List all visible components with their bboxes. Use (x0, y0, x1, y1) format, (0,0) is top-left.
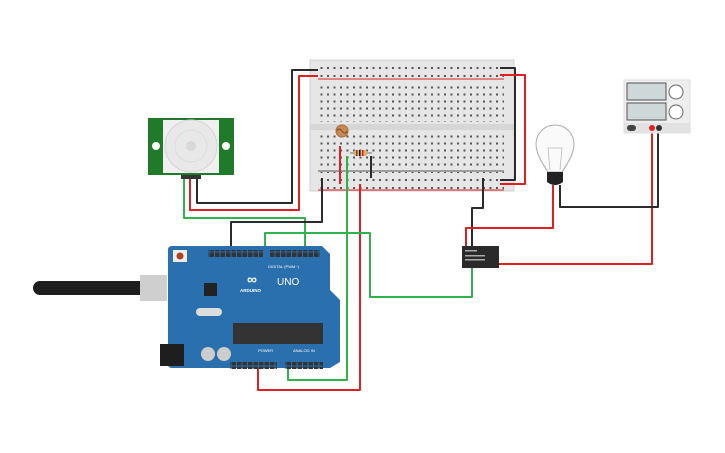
wires (183, 67, 659, 391)
dc-jack[interactable] (160, 344, 184, 366)
usb-connector[interactable] (140, 275, 167, 301)
arduino-model-label: UNO (277, 277, 299, 288)
wire-arduino-gnd[interactable] (230, 178, 323, 252)
wire-relay-signal[interactable] (264, 232, 473, 298)
wire-rail-loop-red[interactable] (500, 74, 526, 185)
wire-relay-supply[interactable] (499, 128, 653, 265)
light-bulb-icon[interactable] (535, 124, 575, 185)
power-supply[interactable] (623, 79, 691, 134)
wire-bulb-relay[interactable] (465, 185, 554, 248)
relay[interactable] (462, 246, 499, 268)
analog-header-label: ANALOG IN (293, 348, 315, 353)
arduino-uno[interactable]: ∞ ARDUINO UNO DIGITAL (PWM~) POWER ANALO… (33, 246, 340, 369)
arduino-brand-label: ARDUINO (240, 288, 261, 293)
wire-pir-out[interactable] (183, 179, 306, 252)
wire-ldr-analog[interactable] (287, 156, 348, 381)
wire-5v[interactable] (257, 184, 361, 391)
arduino-logo-infinity: ∞ (247, 271, 257, 287)
power-header-label: POWER (258, 348, 273, 353)
wire-rail-loop-black[interactable] (500, 67, 516, 181)
resistor[interactable] (350, 150, 372, 156)
wire-bulb-supply[interactable] (559, 128, 659, 208)
photoresistor[interactable] (335, 124, 349, 138)
digital-header-label: DIGITAL (PWM~) (268, 264, 300, 269)
pir-sensor[interactable] (148, 118, 234, 179)
breadboard[interactable] (309, 59, 515, 192)
wire-pir-gnd[interactable] (196, 69, 318, 204)
reset-button[interactable] (176, 252, 184, 260)
usb-cable (40, 281, 140, 295)
wire-pir-vcc[interactable] (189, 75, 318, 211)
